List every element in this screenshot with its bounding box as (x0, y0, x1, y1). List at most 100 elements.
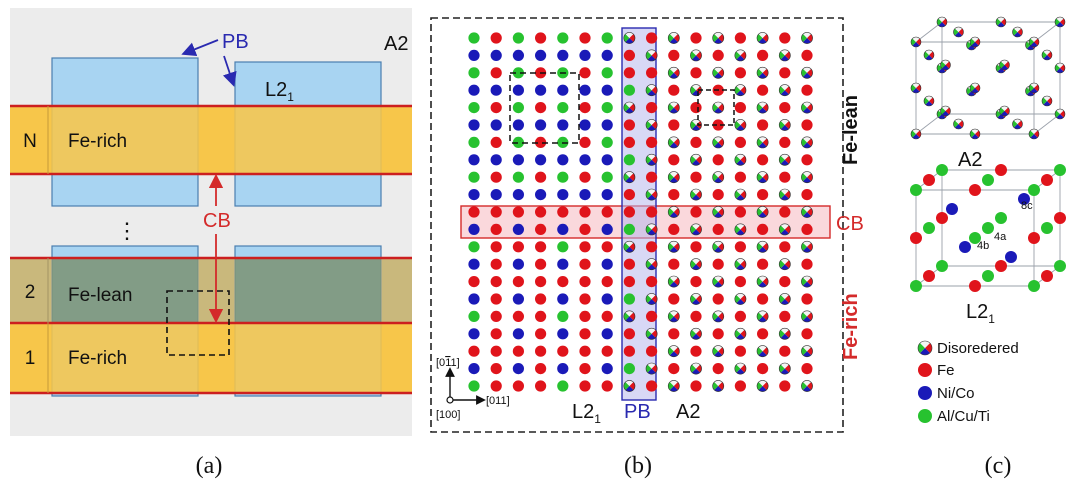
pb-arrow-left (181, 39, 219, 57)
atom-14-5 (579, 276, 591, 288)
atom-4-6 (601, 102, 613, 114)
l21-atom-13 (995, 212, 1007, 224)
atom-1-14 (778, 49, 791, 62)
atom-6-9 (667, 136, 680, 149)
atom-9-10 (690, 188, 702, 201)
atom-16-11 (712, 310, 725, 323)
atom-0-5 (579, 32, 591, 44)
atom-12-14 (779, 241, 791, 253)
atom-19-0 (468, 363, 480, 375)
atom-14-10 (690, 276, 702, 288)
atom-13-11 (712, 258, 724, 270)
panel-b: Fe-lean Fe-rich CB PB L21 A2 [011] [011]… (430, 17, 864, 479)
panel-c-caption: (c) (985, 453, 1012, 479)
unit-cell-box-a2 (697, 89, 735, 126)
a2-atom-3 (910, 82, 922, 94)
atom-14-14 (779, 276, 791, 288)
atom-0-4 (557, 32, 569, 44)
legend-alcuti-swatch (918, 409, 932, 423)
atom-19-4 (557, 363, 569, 375)
atom-13-8 (645, 258, 658, 271)
atom-18-4 (557, 345, 569, 357)
atom-17-6 (601, 328, 613, 340)
a2-atom-30 (1054, 62, 1066, 74)
atom-10-12 (734, 206, 747, 218)
atom-5-14 (778, 119, 791, 131)
atom-3-3 (535, 84, 547, 96)
a2-atom-32 (1028, 128, 1040, 140)
atom-0-11 (712, 32, 725, 44)
atom-4-15 (801, 101, 813, 114)
atom-9-11 (712, 189, 724, 201)
band-2-grain-right (235, 258, 381, 323)
atom-3-5 (579, 84, 591, 96)
atom-2-12 (734, 67, 747, 79)
atom-20-3 (535, 380, 547, 392)
l21-inner-atom-4 (982, 222, 994, 234)
crystal-axes: [011] [011] [100] (436, 357, 510, 421)
atom-19-5 (579, 363, 591, 375)
atom-1-5 (579, 49, 591, 62)
cb-label-b: CB (836, 213, 864, 235)
atom-13-7 (623, 258, 636, 270)
site-4b-label: 4b (977, 240, 989, 252)
atom-16-9 (667, 310, 680, 323)
atom-1-2 (512, 49, 525, 62)
atom-9-7 (623, 189, 636, 201)
atom-5-9 (668, 119, 680, 131)
atom-3-1 (490, 84, 502, 96)
atom-9-14 (778, 188, 791, 201)
l21-atom-8 (936, 260, 948, 272)
unit-cell-a2 (910, 16, 1066, 140)
atom-1-12 (734, 49, 747, 62)
atom-9-8 (645, 188, 658, 201)
atom-19-10 (690, 362, 702, 375)
atom-3-4 (557, 84, 569, 96)
l21-inner-atom-1 (1018, 193, 1030, 205)
atom-2-1 (490, 67, 502, 79)
atom-11-11 (712, 223, 724, 235)
atom-19-3 (535, 363, 547, 375)
atom-6-6 (601, 136, 613, 148)
atom-12-10 (690, 241, 702, 253)
atom-0-2 (512, 32, 525, 44)
atom-14-11 (712, 275, 725, 288)
atom-2-9 (667, 66, 680, 79)
atom-10-15 (801, 206, 813, 218)
atom-0-0 (468, 32, 480, 44)
atom-4-8 (646, 102, 658, 114)
l21-atom-19 (1054, 164, 1066, 176)
atom-13-4 (557, 258, 569, 270)
atom-19-13 (757, 363, 769, 375)
atom-9-12 (734, 188, 747, 201)
a2-atom-8 (953, 26, 964, 38)
l21-atom-21 (1041, 222, 1053, 234)
l21-atom-6 (910, 280, 922, 292)
atom-10-5 (579, 206, 591, 218)
site-8c-label: 8c (1021, 200, 1033, 212)
atom-1-11 (712, 49, 724, 62)
a2-atom-20 (1012, 26, 1023, 38)
a2-atom-1 (936, 16, 948, 28)
atom-11-5 (579, 223, 591, 235)
atom-11-4 (557, 223, 569, 235)
l21-atom-11 (995, 164, 1007, 176)
atom-2-2 (512, 67, 525, 79)
atom-8-8 (646, 171, 658, 183)
atom-4-7 (623, 101, 636, 114)
atom-13-15 (801, 258, 813, 270)
unit-cell-l21 (910, 164, 1066, 292)
atom-8-15 (801, 171, 813, 184)
atom-10-10 (690, 206, 702, 218)
atom-5-2 (512, 119, 525, 131)
atom-2-6 (601, 67, 613, 79)
atom-8-14 (779, 171, 791, 183)
cell-edge-11 (1033, 113, 1061, 135)
atom-12-4 (557, 241, 569, 253)
atom-16-6 (601, 310, 613, 322)
atom-15-13 (757, 293, 769, 305)
a2-atom-6 (910, 128, 922, 140)
atom-4-1 (490, 102, 502, 114)
atom-5-12 (734, 119, 747, 131)
axis-origin-dot (446, 396, 454, 404)
